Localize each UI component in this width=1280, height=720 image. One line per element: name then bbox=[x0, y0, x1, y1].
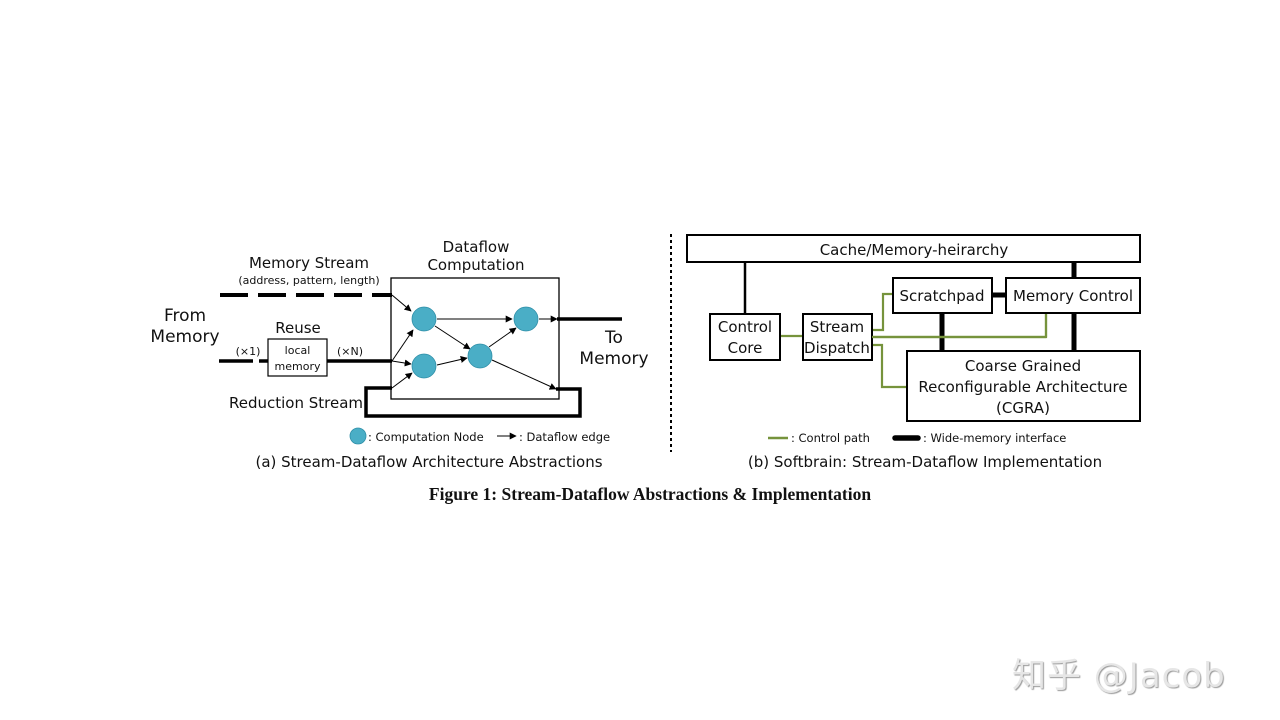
reduction-stream-label: Reduction Stream bbox=[229, 394, 363, 412]
edge-reuse-n2 bbox=[391, 359, 412, 367]
computation-node-4 bbox=[513, 306, 539, 332]
cgra-label-1: Coarse Grained bbox=[965, 357, 1081, 375]
edge-n3-red bbox=[491, 359, 557, 390]
control-core-label-1: Control bbox=[718, 318, 772, 336]
dataflow-title-1: Dataflow bbox=[443, 238, 510, 256]
ctrl-dispatch-cgra bbox=[872, 343, 907, 389]
cache-memory-hierarchy-label: Cache/Memory-heirarchy bbox=[820, 241, 1009, 259]
edge-red-n2 bbox=[391, 372, 413, 389]
cache-memory-hierarchy-box bbox=[686, 234, 1141, 263]
computation-node-3 bbox=[467, 343, 493, 369]
legend-node-label: : Computation Node bbox=[368, 430, 484, 444]
local-memory-label-1: local bbox=[285, 344, 311, 357]
ctrl-dispatch-memctrl bbox=[872, 313, 1048, 339]
from-memory-label-1: From bbox=[164, 306, 206, 326]
from-memory-label-2: Memory bbox=[150, 327, 219, 347]
wide-memory-links bbox=[939, 263, 1077, 351]
panel-b-subtitle: (b) Softbrain: Stream-Dataflow Implement… bbox=[748, 453, 1102, 471]
legend-control-path-label: : Control path bbox=[791, 431, 870, 445]
to-memory-label-2: Memory bbox=[579, 349, 648, 369]
edge-n3-n4 bbox=[488, 327, 517, 348]
scratchpad-label: Scratchpad bbox=[900, 287, 985, 305]
edge-n1-n3 bbox=[434, 325, 471, 350]
scratchpad-box bbox=[892, 277, 993, 314]
stream-dispatch-label-1: Stream bbox=[810, 318, 864, 336]
computation-node-2 bbox=[411, 353, 437, 379]
cgra-box bbox=[906, 350, 1141, 422]
memory-control-box bbox=[1005, 277, 1141, 314]
reuse-in-label: (×1) bbox=[236, 345, 261, 358]
cgra-label-3: (CGRA) bbox=[996, 399, 1050, 417]
watermark: 知乎 @Jacob bbox=[1012, 656, 1226, 696]
local-memory-label-2: memory bbox=[275, 360, 321, 373]
edge-mem-n1 bbox=[391, 294, 412, 312]
reduction-stream-loop bbox=[364, 386, 582, 418]
control-core-box bbox=[709, 313, 781, 361]
stream-dispatch-box bbox=[802, 313, 873, 361]
panel-b: Cache/Memory-heirarchy Control Core Stre… bbox=[686, 234, 1141, 471]
ctrl-dispatch-scratch bbox=[872, 292, 893, 332]
legend-wide-memory-label: : Wide-memory interface bbox=[923, 431, 1066, 445]
dataflow-title-2: Computation bbox=[427, 256, 524, 274]
reuse-out-label: (×N) bbox=[337, 345, 363, 358]
to-memory-label-1: To bbox=[604, 328, 623, 348]
panel-a-subtitle: (a) Stream-Dataflow Architecture Abstrac… bbox=[255, 453, 602, 471]
figure-caption: Figure 1: Stream-Dataflow Abstractions &… bbox=[429, 484, 871, 504]
computation-node-1 bbox=[411, 306, 437, 332]
dataflow-edges bbox=[391, 294, 558, 390]
edge-n2-n3 bbox=[436, 356, 468, 366]
memory-stream-title: Memory Stream bbox=[249, 254, 369, 272]
panel-a: Memory Stream (address, pattern, length)… bbox=[150, 238, 648, 471]
memory-stream-params: (address, pattern, length) bbox=[238, 274, 379, 287]
memory-control-label: Memory Control bbox=[1013, 287, 1133, 305]
cgra-label-2: Reconfigurable Architecture bbox=[918, 378, 1127, 396]
legend-edge-label: : Dataflow edge bbox=[519, 430, 610, 444]
stream-dispatch-label-2: Dispatch bbox=[804, 339, 870, 357]
reuse-title: Reuse bbox=[275, 319, 321, 337]
edge-reuse-n1 bbox=[391, 329, 414, 362]
legend-node-icon bbox=[349, 427, 367, 445]
dataflow-computation-box bbox=[390, 277, 560, 400]
local-memory-box bbox=[267, 338, 328, 377]
control-core-label-2: Core bbox=[728, 339, 763, 357]
